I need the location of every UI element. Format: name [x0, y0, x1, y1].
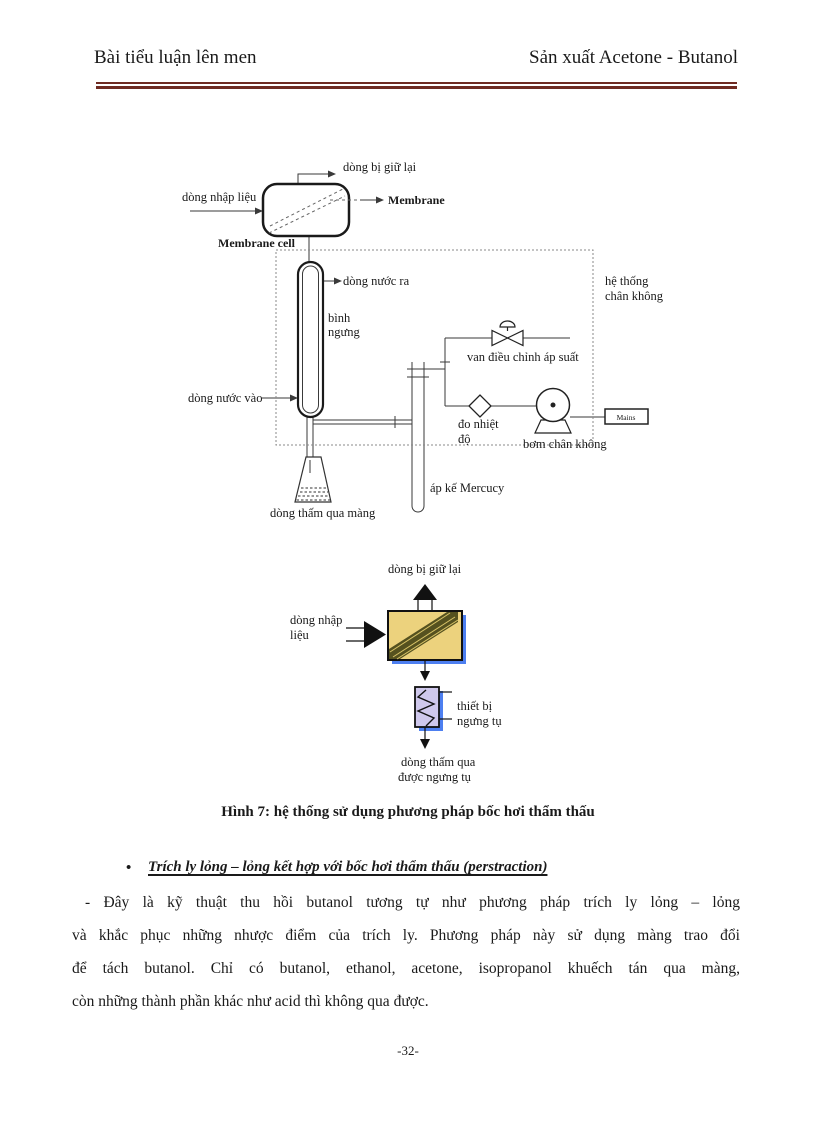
vacuum-system-label-2: chân không: [605, 289, 664, 303]
body-paragraph: - Đây là kỹ thuật thu hồi butanol tương …: [72, 886, 740, 1018]
vacuum-system-label-1: hệ thống: [605, 274, 649, 288]
condenser-unit-label-2: ngưng tụ: [457, 714, 502, 728]
membrane-cell-shape: [261, 182, 351, 238]
temperature-sensor-symbol: [468, 394, 492, 418]
paragraph-line: còn những thành phần khác như acid thì k…: [72, 993, 429, 1010]
manometer-label: áp kế Mercucy: [430, 481, 505, 495]
membrane-dashed-lines: [268, 188, 360, 234]
temp-sensor-label-2: độ: [458, 432, 471, 446]
valve-label: van điều chỉnh áp suất: [467, 350, 579, 364]
condenser-label-1: bình: [328, 311, 351, 325]
paragraph-line: - Đây là kỹ thuật thu hồi butanol tương …: [85, 894, 740, 911]
mains-box: [604, 408, 649, 425]
water-in-label: dòng nước vào: [188, 391, 262, 405]
header-right-title: Sản xuất Acetone - Butanol: [529, 47, 738, 68]
bullet-marker: •: [126, 860, 132, 876]
membrane-label: Membrane: [388, 193, 445, 207]
condenser-column-shape: [296, 260, 325, 419]
paragraph-line: và khắc phục những nhược điểm của trích …: [72, 927, 740, 944]
vacuum-pump-label: bơm chân không: [523, 437, 607, 451]
mains-label: Mains: [617, 413, 636, 422]
feed-label-2a: dòng nhập: [290, 613, 342, 627]
condenser-coil: [416, 689, 436, 727]
feed-arrow: [346, 621, 386, 648]
page-number: -32-: [397, 1043, 419, 1058]
temp-sensor-label-1: đo nhiệt: [458, 417, 499, 431]
water-out-label: dòng nước ra: [343, 274, 410, 288]
feed-label-2b: liệu: [290, 628, 309, 642]
vacuum-pump-symbol: [534, 387, 572, 434]
condenser-unit-label-1: thiết bị: [457, 699, 493, 713]
retentate-label-2: dòng bị giữ lại: [388, 562, 462, 576]
retentate-arrow: [413, 584, 437, 612]
feed-label: dòng nhập liệu: [182, 190, 257, 204]
section-heading: Trích ly lỏng – lỏng kết hợp với bốc hơi…: [148, 859, 547, 876]
condenser-label-2: ngưng: [328, 325, 361, 339]
pressure-valve-symbol: [491, 320, 524, 347]
down-arrowhead-2: [420, 739, 430, 749]
section-heading-text: Trích ly lỏng – lỏng kết hợp với bốc hơi…: [148, 859, 548, 875]
header-left-title: Bài tiểu luận lên men: [94, 47, 257, 68]
retentate-label: dòng bị giữ lại: [343, 160, 417, 174]
permeate-label: dòng thấm qua màng: [270, 506, 376, 520]
figure-caption: Hình 7: hệ thống sử dụng phương pháp bốc…: [221, 804, 595, 820]
paragraph-line: để tách butanol. Chỉ có butanol, ethanol…: [72, 960, 740, 977]
condenser-inner-wall: [302, 265, 319, 414]
pervaporation-system-diagram: Mains dòng nhập liệu dòng bị giữ lại Mem…: [182, 160, 664, 520]
membrane-cell-label: Membrane cell: [218, 236, 296, 250]
down-arrowhead-1: [420, 671, 430, 681]
membrane-band: [389, 612, 459, 660]
membrane-cell-schematic-diagram: dòng bị giữ lại dòng nhập liệu thiết bị …: [290, 562, 502, 784]
header-rule: [96, 82, 737, 89]
condensed-permeate-label-2: được ngưng tụ: [398, 770, 472, 784]
condensed-permeate-label-1: dòng thấm qua: [401, 755, 476, 769]
permeate-flask: [294, 456, 332, 503]
